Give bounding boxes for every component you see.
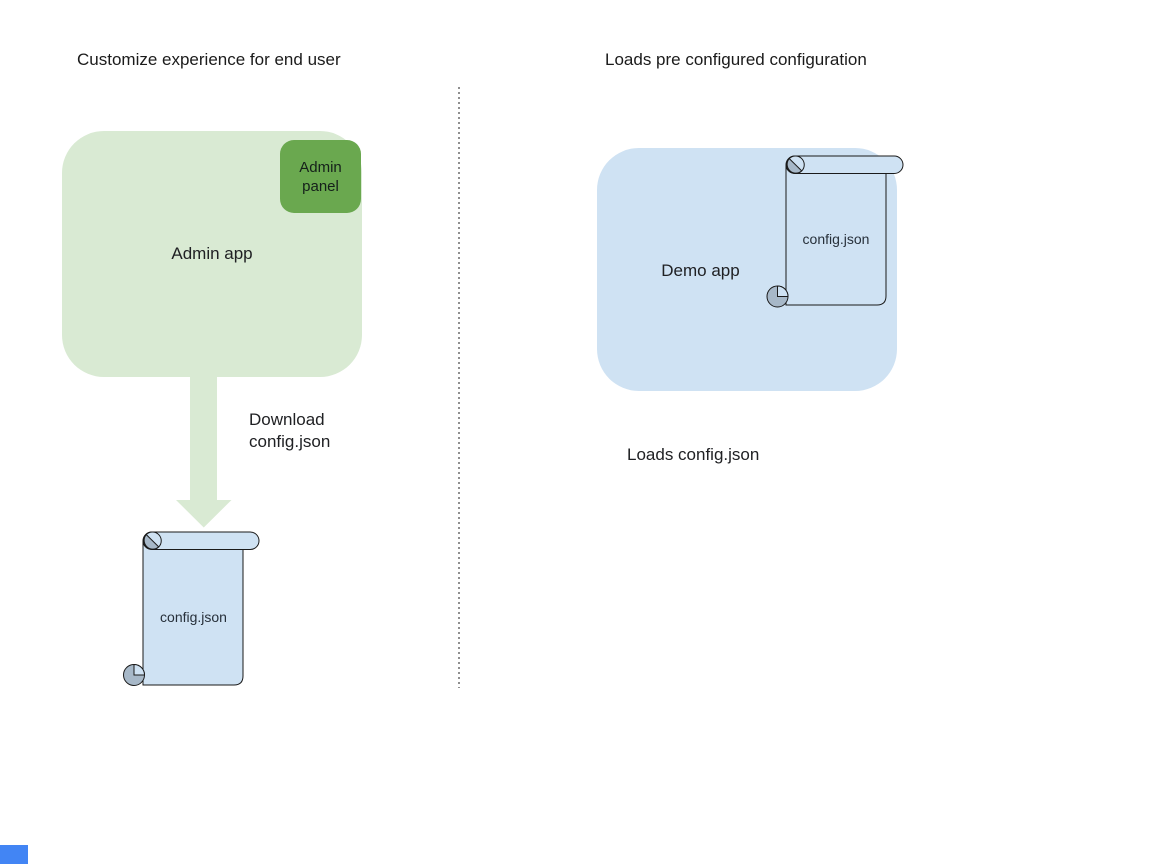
scroll-body xyxy=(785,164,887,306)
demo-app-label: Demo app xyxy=(661,261,740,280)
section-divider xyxy=(458,87,460,688)
download-arrow-label: Download config.json xyxy=(249,410,331,451)
corner-accent-rect xyxy=(0,845,28,864)
scroll-top-roll-shade xyxy=(143,533,160,550)
scroll-top-roll-shade xyxy=(786,157,803,174)
config-json-label-right: config.json xyxy=(802,231,870,247)
scroll-bottom-curl-notch xyxy=(777,285,789,297)
admin-panel-shape: Admin panel xyxy=(280,140,361,213)
config-json-scroll-right-icon xyxy=(766,155,904,308)
right-section-title: Loads pre configured configuration xyxy=(605,50,867,69)
scroll-bottom-curl-notch xyxy=(133,663,146,676)
config-json-label-left: config.json xyxy=(160,609,227,625)
scroll-top-roll xyxy=(142,531,260,550)
download-arrow-polygon xyxy=(176,377,232,528)
left-section-title: Customize experience for end user xyxy=(77,50,341,69)
admin-panel-label: Admin panel xyxy=(299,158,342,195)
download-arrow-icon xyxy=(176,377,232,528)
scroll-top-roll xyxy=(785,155,904,174)
loads-config-caption: Loads config.json xyxy=(627,445,760,464)
scroll-body xyxy=(142,540,244,686)
admin-app-label: Admin app xyxy=(171,244,253,263)
config-json-scroll-left-icon xyxy=(123,531,260,686)
